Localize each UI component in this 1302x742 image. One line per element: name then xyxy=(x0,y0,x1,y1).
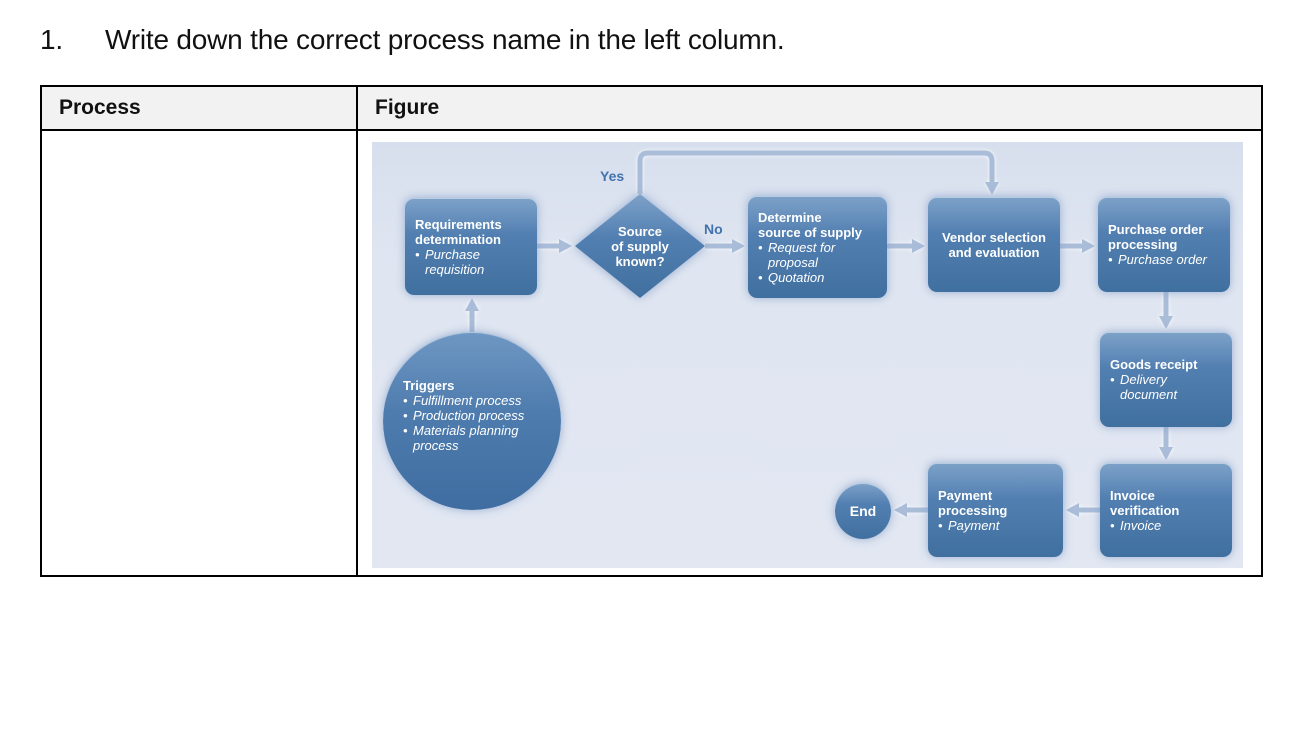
question-number: 1. xyxy=(40,24,63,55)
question-line: 1. Write down the correct process name i… xyxy=(40,24,785,56)
flow-node-vendor-selection-evaluation: Vendor selection and evaluation xyxy=(928,197,1060,292)
flow-node-source-of-supply-decision: Source of supply known? xyxy=(575,194,705,298)
process-column-header: Process xyxy=(42,87,358,129)
edge-label-yes: Yes xyxy=(600,168,625,184)
flow-node-end: End xyxy=(835,483,891,539)
table-body-row xyxy=(42,131,1261,575)
flow-node-determine-source-of-supply: Determine source of supply •Request for … xyxy=(748,196,887,298)
procurement-flowchart: Yes No Requirements determination •Purch… xyxy=(372,142,1243,568)
flow-node-purchase-order-processing: Purchase order processing •Purchase orde… xyxy=(1098,197,1230,292)
flow-arrows-layer xyxy=(465,150,1173,517)
worksheet-table: Process Figure xyxy=(40,85,1263,577)
edge-label-no: No xyxy=(704,221,723,237)
figure-column-header: Figure xyxy=(375,96,440,119)
flow-node-goods-receipt: Goods receipt •Delivery document xyxy=(1100,332,1232,427)
table-header-row: Process Figure xyxy=(42,87,1261,131)
arrow-decision-yes-to-vendor xyxy=(637,150,999,195)
flow-node-triggers: Triggers •Fulfillment process •Productio… xyxy=(383,332,561,510)
process-answer-cell[interactable] xyxy=(42,131,358,575)
question-text: Write down the correct process name in t… xyxy=(105,24,785,55)
flow-node-invoice-verification: Invoice verification •Invoice xyxy=(1100,463,1232,557)
flow-node-requirements-determination: Requirements determination •Purchase req… xyxy=(405,198,537,295)
flow-node-payment-processing: Payment processing •Payment xyxy=(928,463,1063,557)
